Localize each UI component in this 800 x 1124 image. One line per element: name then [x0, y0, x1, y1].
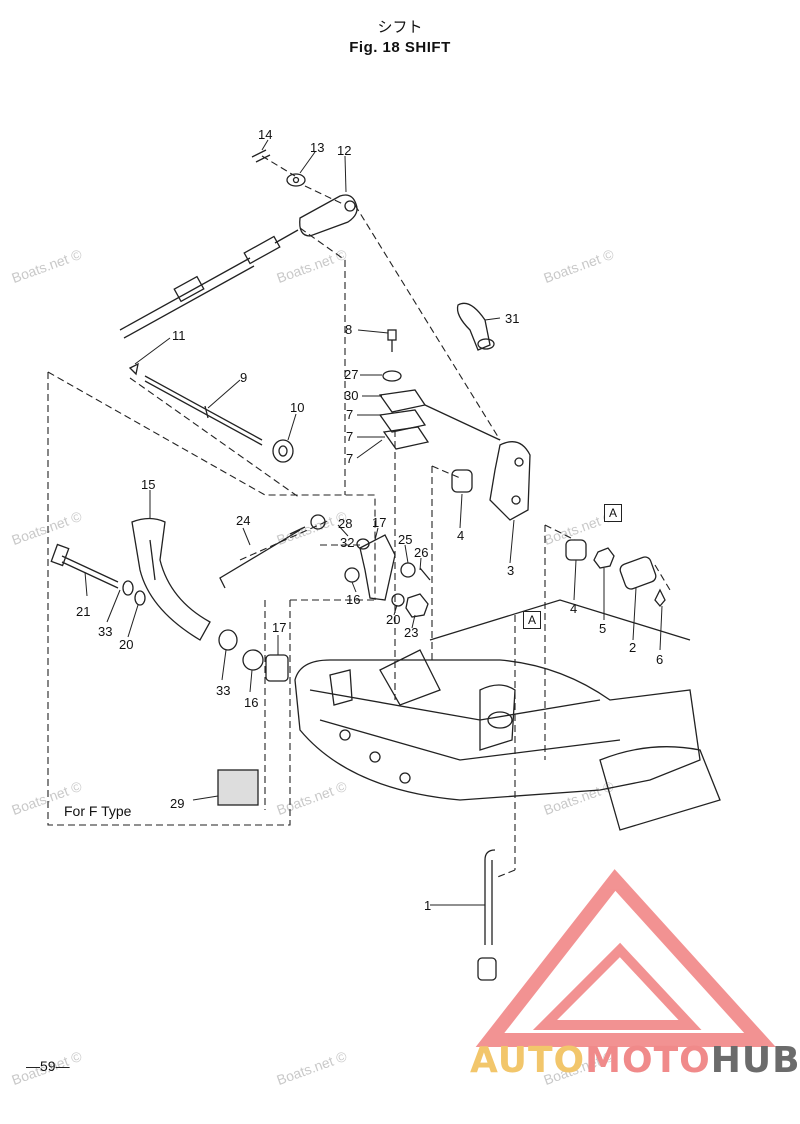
callout-30: 31 [505, 311, 520, 326]
callout-3: 3 [507, 563, 515, 578]
callout-11: 11 [172, 328, 186, 343]
reference-box-a: A [604, 504, 622, 522]
callout-7c: 7 [346, 451, 354, 466]
callout-26: 27 [344, 367, 359, 382]
callout-21: 21 [76, 604, 91, 619]
page-number: —59— [26, 1058, 70, 1074]
assembly-guide-lines [47, 155, 671, 879]
callout-4a: 4 [457, 528, 465, 543]
lower-mount-bracket [294, 599, 721, 831]
callout-31: 32 [340, 535, 355, 550]
callout-8: 8 [345, 322, 353, 337]
callout-17: 17 [272, 620, 287, 635]
callout-6: 6 [656, 652, 664, 667]
callout-25: 26 [414, 545, 429, 560]
callout-20: 20 [386, 612, 401, 627]
figure-title-jp: シフト [377, 18, 423, 36]
callout-29: 30 [344, 388, 359, 403]
reference-box-a: A [523, 611, 541, 629]
callout-10: 10 [290, 400, 305, 415]
leader-lines [84, 139, 663, 906]
brand-part-auto: AUTO [470, 1040, 586, 1081]
brand-part-hub: HUB [710, 1040, 800, 1081]
callout-4b: 4 [570, 601, 578, 616]
callout-28: 29 [170, 796, 185, 811]
callout-22: 23 [404, 625, 419, 640]
brand-wordmark: AUTOMOTOHUB [470, 1040, 800, 1081]
callout-1: 1 [424, 898, 432, 913]
callout-27: 28 [338, 516, 353, 531]
callout-18: 16 [346, 592, 361, 607]
callout-7a: 7 [346, 407, 354, 422]
brand-logo-mark [475, 869, 776, 1047]
callout-19: 17 [372, 515, 387, 530]
callout-7b: 7 [346, 429, 354, 444]
callout-32: 33 [98, 624, 113, 639]
callout-9: 9 [240, 370, 248, 385]
callout-33: 33 [216, 683, 231, 698]
shift-lever-15 [131, 517, 211, 641]
brand-part-moto: MOTO [585, 1040, 711, 1081]
callout-16: 16 [244, 695, 259, 710]
callout-15: 15 [141, 477, 156, 492]
callout-12: 12 [337, 143, 352, 158]
callout-20b: 20 [119, 637, 134, 652]
callout-2: 2 [629, 640, 637, 655]
callout-23: 24 [236, 513, 251, 528]
shift-cable [119, 149, 358, 339]
figure-title: Fig. 18 SHIFT [349, 39, 451, 56]
callout-13: 13 [310, 140, 325, 155]
callout-24: 25 [398, 532, 413, 547]
callout-14: 14 [258, 127, 273, 142]
callout-5: 5 [599, 621, 607, 636]
variant-note: For F Type [64, 803, 132, 819]
